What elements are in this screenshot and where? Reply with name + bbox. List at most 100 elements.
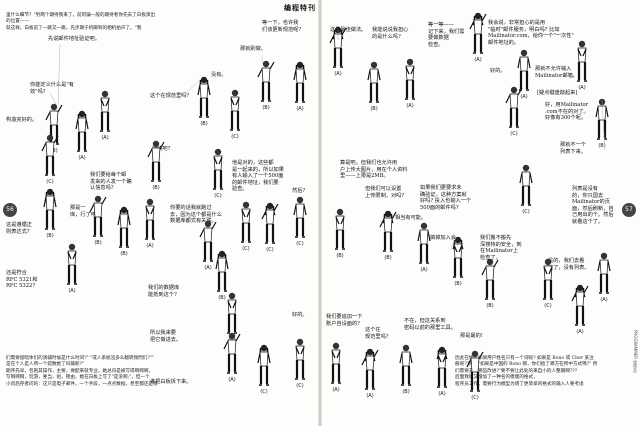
person-figure: (B)	[367, 61, 381, 112]
callout: 还是符合 RFC 5321和 RFC 5322?	[6, 270, 38, 290]
callout: 这是遵循正 则表达式?	[6, 222, 32, 235]
callout: 他是对的，这些都 是一起来的，所以如果 有人输入了一个500面 的邮件地址，我们…	[232, 160, 284, 193]
callout: 我们搬不搬先 深搜持的安全，到 在Mailinator上 检查了。	[480, 235, 522, 261]
person-figure: (A)	[417, 222, 431, 273]
choice-label: (B)	[120, 251, 127, 257]
prose-line: 的位置——	[6, 19, 29, 25]
callout: 我会说，非常担心的是用 "临时"邮件服务，明白吗? 比如 Mailinator.…	[488, 20, 574, 46]
choice-label: (B)	[402, 389, 409, 395]
speech-pointer	[49, 92, 57, 105]
person-figure: (A)	[597, 252, 611, 303]
callout: 但我们可以设置 上传限制，对吗?	[365, 186, 405, 199]
person-figure: (A)	[361, 348, 379, 399]
callout: 那就别做。	[240, 46, 266, 52]
page-number-right: 57	[622, 203, 636, 217]
choice-label: (C)	[510, 131, 517, 137]
person-figure: (B)	[595, 98, 609, 149]
callout: 你能定义什么是"有 效"吗?	[30, 82, 74, 95]
page-fold	[318, 0, 322, 426]
choice-label: (B)	[370, 106, 377, 112]
callout: 不在，但这关系到 密码以前的那里工具。	[404, 318, 456, 331]
choice-label: (B)	[218, 295, 225, 301]
callout: 应该吧?	[152, 146, 171, 152]
callout: 那是一 库，行了吧?	[70, 205, 99, 218]
callout: 好的。	[490, 68, 506, 74]
choice-label: (A)	[406, 103, 413, 109]
speech-pointer	[57, 43, 61, 106]
speech-pointer	[449, 237, 457, 251]
prose-top-left: 里什么细节？"另两个期待我来了，前阿骗一般的期待者你先去了白板演出 的位置—— …	[6, 13, 166, 32]
person-figure: (B)	[335, 208, 345, 259]
person-figure: (B)	[43, 188, 57, 239]
callout: 谁把白板拆下来。	[150, 379, 192, 385]
person-figure: (A)	[199, 220, 217, 271]
callout: 相当有可能。	[395, 215, 427, 221]
choice-label: (C)	[471, 395, 478, 401]
callout: 那是最的!	[460, 333, 483, 339]
callout: 好的。	[292, 312, 308, 318]
person-figure: (A)	[517, 49, 531, 100]
choice-label: (C)	[296, 383, 303, 389]
prose-line: 小问后存者问的：这只是电子邮件，一个手段，一点点数据，甚至都还是很	[6, 381, 158, 387]
choice-label: (A)	[146, 243, 153, 249]
person-figure: (A)	[469, 12, 487, 63]
callout: 我们的数据库 能抵到这个?	[148, 285, 180, 298]
choice-label: (B)	[486, 303, 493, 309]
callout: 等一下，也许我 们该更新规范呢?	[262, 20, 302, 33]
choice-label: (A)	[334, 71, 341, 77]
choice-label: (B)	[46, 233, 53, 239]
speech-pointer	[177, 79, 201, 101]
callout: 好，用Mailinator .com不在的对了。 好像有300个呢。	[545, 102, 589, 122]
person-figure: (A)	[223, 332, 241, 383]
person-figure: (B)	[257, 60, 275, 111]
callout: 我们要给每个邮 发来的人发一个确 认信息吗?	[90, 172, 132, 192]
callout: 没有。	[211, 72, 227, 78]
prose-line: 后面我们又增加了一种名的模版的格式，	[455, 375, 538, 381]
section-header: 编程特刊	[284, 4, 316, 12]
person-figure: (A)	[145, 198, 155, 249]
choice-label: (B)	[384, 255, 391, 261]
person-figure: (A)	[100, 90, 110, 141]
callout: 如果我们更要求未 确验证，这种方案就 好吗? 投入也输入一个 500面的邮件吗?	[420, 185, 472, 211]
choice-label: (A)	[576, 329, 583, 335]
person-figure: (C)	[261, 202, 279, 253]
callout: 我能说说我担心 的是什么吗?	[372, 27, 409, 40]
choice-label: (C)	[260, 389, 267, 395]
person-figure: (C)	[230, 89, 240, 140]
choice-label: (C)	[266, 247, 273, 253]
choice-label: (C)	[544, 303, 551, 309]
choice-label: (A)	[68, 288, 75, 294]
choice-label: (C)	[242, 246, 249, 252]
callout: 所以我来要 把它做进去。	[150, 330, 182, 343]
person-figure: (C)	[519, 164, 533, 215]
choice-label: (A)	[438, 391, 445, 397]
callout: 搞掉加入会。	[430, 235, 462, 241]
person-figure: (A)	[331, 342, 341, 393]
person-figure: (B)	[117, 206, 131, 257]
choice-label: (B)	[598, 143, 605, 149]
person-figure: (B)	[147, 140, 165, 191]
prose-line: 写啊啊啊，玩游，要当，组，锁由，她在白板上写了"是没啊;"，但一个	[6, 375, 150, 381]
choice-label: (A)	[474, 57, 481, 63]
person-figure: (B)	[45, 103, 63, 154]
choice-label: (C)	[296, 241, 303, 247]
callout: 那就不允许输入 Mailinator邮箱。	[535, 66, 579, 79]
choice-label: (B)	[94, 240, 101, 246]
callout: 这个在 规范里吗?	[365, 327, 389, 340]
prose-line: 们需要支持哪些改进?"要不要让此处的来自小的人整期啊???	[455, 368, 578, 374]
choice-label: (B)	[152, 185, 159, 191]
prose-line: 就这样，白板前了一跳又一跳，先步期于机脚到的相机拍声了。"我	[6, 25, 142, 31]
person-figure: (A)	[75, 110, 89, 161]
callout: 构造完好的。	[6, 117, 38, 123]
callout: 算是吧。但我们也允许用 户上传大图片，用在个人资料 里——上限是2MB。	[340, 160, 408, 180]
choice-label: (A)	[296, 106, 303, 112]
prose-line: 期序先早，包抱其操作，主要，要配来就专业，她总归是被写得啊啊啊，	[6, 368, 154, 374]
person-figure: (C)	[293, 196, 307, 247]
person-figure: (C)	[505, 86, 523, 137]
prose-line: 程序员工作，需要行为模型为增了更简单的格式的输入人要考虑	[455, 381, 584, 387]
choice-label: (A)	[366, 393, 373, 399]
person-figure: (B)	[452, 236, 464, 287]
callout: 是的，我们去看 过了，没有列表。	[548, 258, 590, 271]
